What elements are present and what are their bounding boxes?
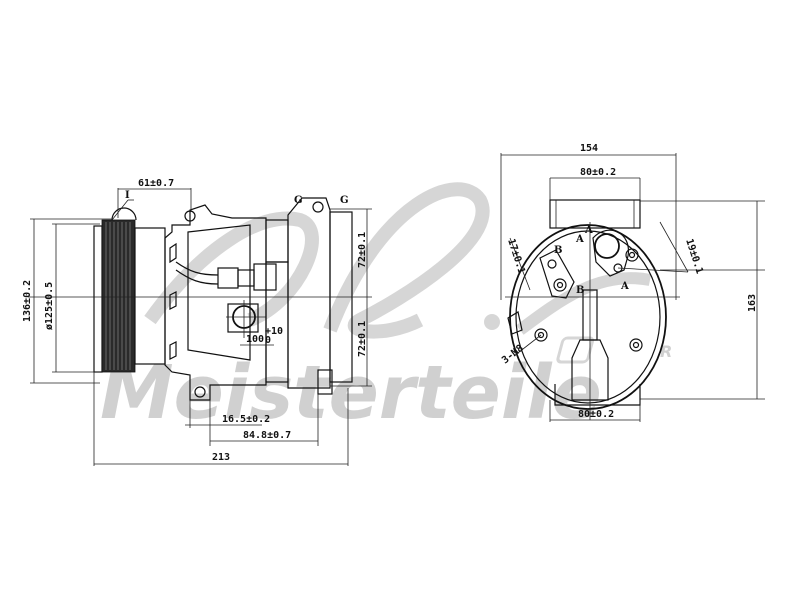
svg-text:72±0.1: 72±0.1: [357, 232, 368, 268]
watermark-brand-text: Meisterteile: [100, 350, 602, 436]
svg-text:I: I: [125, 190, 130, 201]
svg-text:84.8±0.7: 84.8±0.7: [243, 430, 291, 441]
svg-text:80±0.2: 80±0.2: [580, 167, 616, 178]
registered-mark: R: [660, 342, 672, 361]
dim-half-heights: 72±0.1 72±0.1: [330, 208, 372, 387]
svg-text:17±0.1: 17±0.1: [505, 238, 527, 276]
svg-text:A: A: [620, 281, 629, 292]
pulley: [93, 207, 166, 373]
svg-text:163: 163: [747, 294, 758, 312]
section-marker-g-left: G: [294, 195, 303, 206]
end-view: A A A B B 154 80±0.2 163 17: [500, 143, 765, 422]
svg-text:154: 154: [580, 143, 598, 154]
section-marker-g-right: G: [340, 195, 349, 206]
svg-text:16.5±0.2: 16.5±0.2: [222, 414, 270, 425]
svg-text:A: A: [584, 225, 593, 236]
dim-bottom: 16.5±0.2 84.8±0.7 213: [93, 372, 349, 466]
svg-text:80±0.2: 80±0.2: [578, 409, 614, 420]
side-view: 61±0.7 I G G 136±0.2 ø125±0.5 72±0.1: [22, 178, 372, 466]
svg-text:0: 0: [265, 335, 271, 346]
svg-text:100: 100: [246, 334, 264, 345]
dim-pulley-diameter: ø125±0.5: [44, 223, 100, 373]
compressor-body: [164, 197, 353, 401]
dim-top-mount: 80±0.2: [549, 167, 641, 200]
svg-text:A: A: [575, 234, 584, 245]
svg-text:61±0.7: 61±0.7: [138, 178, 174, 189]
svg-text:213: 213: [212, 452, 230, 463]
dim-port-angle: 100 +10 0: [240, 326, 283, 346]
svg-text:+10: +10: [265, 326, 283, 337]
svg-text:ø125±0.5: ø125±0.5: [44, 282, 55, 330]
dim-top-width: 61±0.7 I: [111, 178, 192, 221]
svg-text:72±0.1: 72±0.1: [357, 321, 368, 357]
svg-text:B: B: [576, 285, 584, 296]
svg-text:136±0.2: 136±0.2: [22, 280, 33, 322]
dim-bottom-mount: 80±0.2: [549, 400, 641, 422]
dim-end-width: 154: [500, 143, 677, 300]
svg-text:B: B: [554, 245, 562, 256]
dim-left-port: 17±0.1: [505, 238, 531, 291]
dim-overall-height: 136±0.2: [22, 218, 112, 384]
dim-end-height: 163: [640, 200, 765, 400]
watermark: Meisterteile R: [100, 182, 672, 436]
